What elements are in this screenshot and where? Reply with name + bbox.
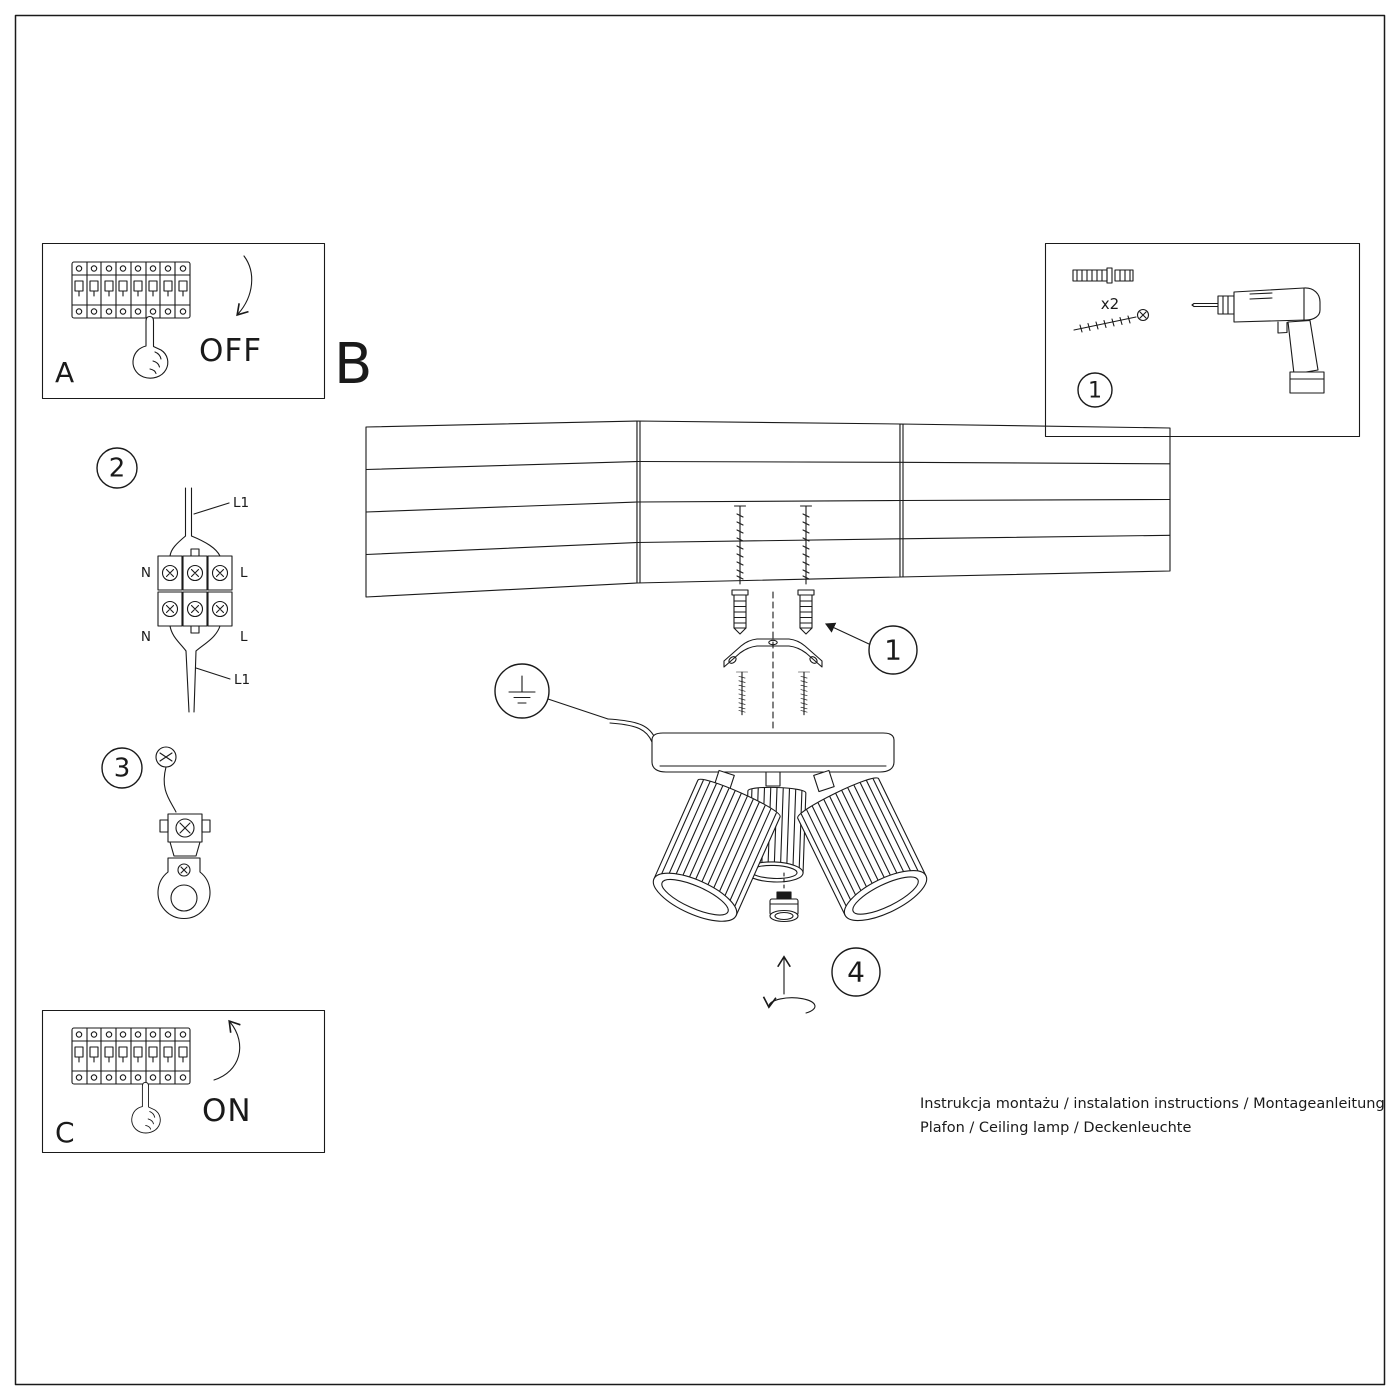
pointing-hand-icon bbox=[132, 315, 169, 379]
step-1-pointer-number: 1 bbox=[884, 634, 902, 667]
step-1-number: 1 bbox=[1088, 379, 1102, 404]
on-arrow-icon bbox=[213, 1019, 241, 1081]
l1-top-leader bbox=[193, 502, 230, 515]
panel-a-label: A bbox=[55, 356, 74, 389]
bulb-icon bbox=[769, 891, 799, 923]
n-row1-label: N bbox=[141, 565, 151, 581]
screw-icon bbox=[735, 671, 749, 716]
drill-icon bbox=[1191, 287, 1325, 394]
pointing-hand-icon bbox=[131, 1081, 161, 1134]
anchor-qty-label: x2 bbox=[1101, 295, 1119, 313]
footer-line-1: Instrukcja montażu / instalation instruc… bbox=[920, 1096, 1385, 1112]
l-row1-label: L bbox=[240, 565, 248, 581]
ground-symbol-circle bbox=[494, 663, 657, 743]
off-label: OFF bbox=[199, 333, 262, 369]
bulb-step: 4 bbox=[762, 871, 881, 1014]
l1-bottom-leader bbox=[195, 667, 231, 680]
ground-wire bbox=[163, 766, 177, 813]
lamp-assembly bbox=[651, 732, 928, 922]
terminal-block bbox=[157, 548, 233, 634]
ground-screw-icon bbox=[155, 746, 177, 768]
canopy bbox=[651, 732, 895, 773]
panel-a-box: OFF A bbox=[41, 242, 326, 400]
ceiling-planks bbox=[365, 420, 1171, 598]
panel-c-border bbox=[41, 1009, 326, 1154]
spot-shade-right bbox=[797, 777, 928, 922]
panel-a-border bbox=[41, 242, 326, 400]
screw-icon bbox=[797, 671, 811, 716]
lamp-socket-icon bbox=[157, 813, 211, 919]
footer-text: Instrukcja montażu / instalation instruc… bbox=[920, 1096, 1385, 1136]
earth-ground-icon bbox=[508, 675, 536, 704]
panel-c-label: C bbox=[55, 1116, 75, 1149]
wall-anchor-icon bbox=[797, 589, 815, 635]
hardware-box: x2 1 bbox=[1044, 242, 1361, 438]
n-row2-label: N bbox=[141, 629, 151, 645]
spot-shade-left bbox=[652, 778, 781, 922]
wall-anchor-icon bbox=[731, 589, 749, 635]
l-row2-label: L bbox=[240, 629, 248, 645]
mounting-hardware: 1 bbox=[723, 505, 918, 731]
wall-plug-icon bbox=[1072, 267, 1134, 284]
breaker-panel-icon bbox=[71, 1027, 191, 1085]
panel-c-box: ON C bbox=[41, 1009, 326, 1154]
rotate-arrow-icon bbox=[762, 996, 816, 1014]
page-border bbox=[14, 14, 1386, 1386]
footer-line-2: Plafon / Ceiling lamp / Deckenleuchte bbox=[920, 1120, 1191, 1136]
step-4-badge: 4 bbox=[831, 947, 881, 997]
hardware-box-border bbox=[1044, 242, 1361, 438]
wiring-diagram: 2 L1 N L N L bbox=[96, 447, 250, 713]
mounting-bracket-icon bbox=[723, 638, 823, 668]
spot-mount-center bbox=[765, 771, 781, 787]
step-2-badge: 2 bbox=[96, 447, 138, 489]
l1-bottom-label: L1 bbox=[234, 672, 250, 688]
step-1-badge: 1 bbox=[1077, 372, 1113, 408]
ground-leader-line bbox=[547, 698, 609, 720]
on-label: ON bbox=[202, 1093, 252, 1129]
off-arrow-icon bbox=[236, 255, 253, 317]
l1-top-label: L1 bbox=[233, 495, 249, 511]
step-4-number: 4 bbox=[847, 956, 865, 989]
section-b-label: B bbox=[334, 332, 372, 397]
step-3-badge: 3 bbox=[101, 747, 143, 789]
ground-terminal-step: 3 bbox=[101, 746, 211, 919]
step-1-pointer-badge: 1 bbox=[825, 622, 918, 675]
step-2-number: 2 bbox=[109, 454, 126, 484]
breaker-panel-icon bbox=[71, 261, 191, 319]
step-3-number: 3 bbox=[114, 754, 131, 784]
screw-icon bbox=[1073, 308, 1150, 333]
spot-mount-right bbox=[813, 769, 835, 793]
step-1-pointer-arrow bbox=[825, 622, 870, 645]
